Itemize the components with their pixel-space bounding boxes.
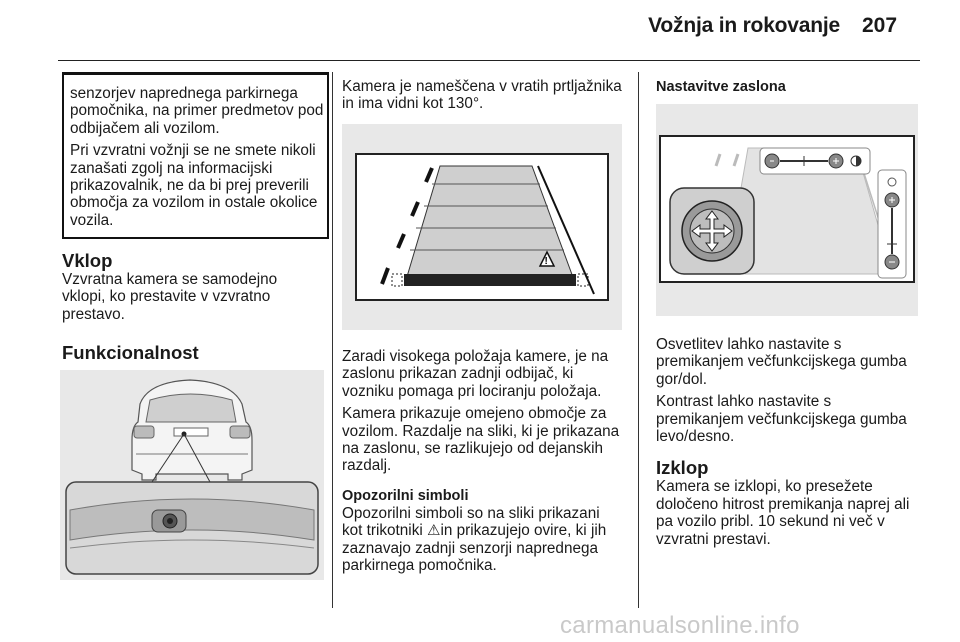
svg-text:!: ! xyxy=(545,256,548,267)
camera-position-text: Zaradi visokega položaja kamere, je na z… xyxy=(342,348,609,400)
symbols-text: Opozorilni simboli so na sliki prikazani… xyxy=(342,505,622,575)
symbols-text-before: Opozorilni simboli so na sliki prikazani… xyxy=(342,504,600,540)
page-number: 207 xyxy=(862,14,898,37)
display-settings-illustration xyxy=(656,104,918,316)
symbols-heading: Opozorilni simboli xyxy=(342,487,469,504)
column-divider-2 xyxy=(638,72,639,608)
vklop-text: Vzvratna kamera se samodejno vklopi, ko … xyxy=(62,271,278,323)
camera-mount-text: Kamera je nameščena v vratih prtljažnika… xyxy=(342,78,622,113)
watermark: carmanualsonline.info xyxy=(560,612,800,639)
contrast-text: Kontrast lahko nastavite s premikanjem v… xyxy=(656,393,907,446)
warning-text-2: Pri vzvratni vožnji se ne smete nikoli z… xyxy=(70,142,318,229)
header-title: Vožnja in rokovanje xyxy=(648,14,840,37)
col2-intro: Kamera je nameščena v vratih prtljažnika… xyxy=(342,78,622,118)
brightness-text: Osvetlitev lahko nastavite s premikanjem… xyxy=(656,336,907,388)
funkcionalnost-heading: Funkcionalnost xyxy=(62,342,199,363)
warning-text-1: senzorjev naprednega parkirnega pomočnik… xyxy=(70,85,324,137)
funkcionalnost-section: Funkcionalnost xyxy=(62,342,324,363)
column-divider-1 xyxy=(332,72,333,608)
warning-triangle-icon: ⚠ xyxy=(427,522,441,540)
col3-body: Osvetlitev lahko nastavite s premikanjem… xyxy=(656,336,922,553)
camera-range-text: Kamera prikazuje omejeno območje za vozi… xyxy=(342,405,620,475)
nastavitve-heading: Nastavitve zaslona xyxy=(656,79,786,95)
izklop-heading: Izklop xyxy=(656,457,709,479)
warning-box: senzorjev naprednega parkirnega pomočnik… xyxy=(62,72,329,240)
col2-body: Zaradi visokega položaja kamere, je na z… xyxy=(342,348,622,579)
symbols-text-after: in prikazujejo ovire, ki jih zaznavajo z… xyxy=(342,522,607,575)
camera-display-illustration: ! xyxy=(342,124,622,330)
vklop-section: Vklop Vzvratna kamera se samodejno vklop… xyxy=(62,250,324,328)
car-rear-camera-illustration xyxy=(60,370,324,580)
header-divider xyxy=(58,60,920,61)
izklop-text: Kamera se izklopi, ko presežete določeno… xyxy=(656,478,910,548)
nastavitve-section: Nastavitve zaslona xyxy=(656,78,922,96)
vklop-heading: Vklop xyxy=(62,250,113,271)
